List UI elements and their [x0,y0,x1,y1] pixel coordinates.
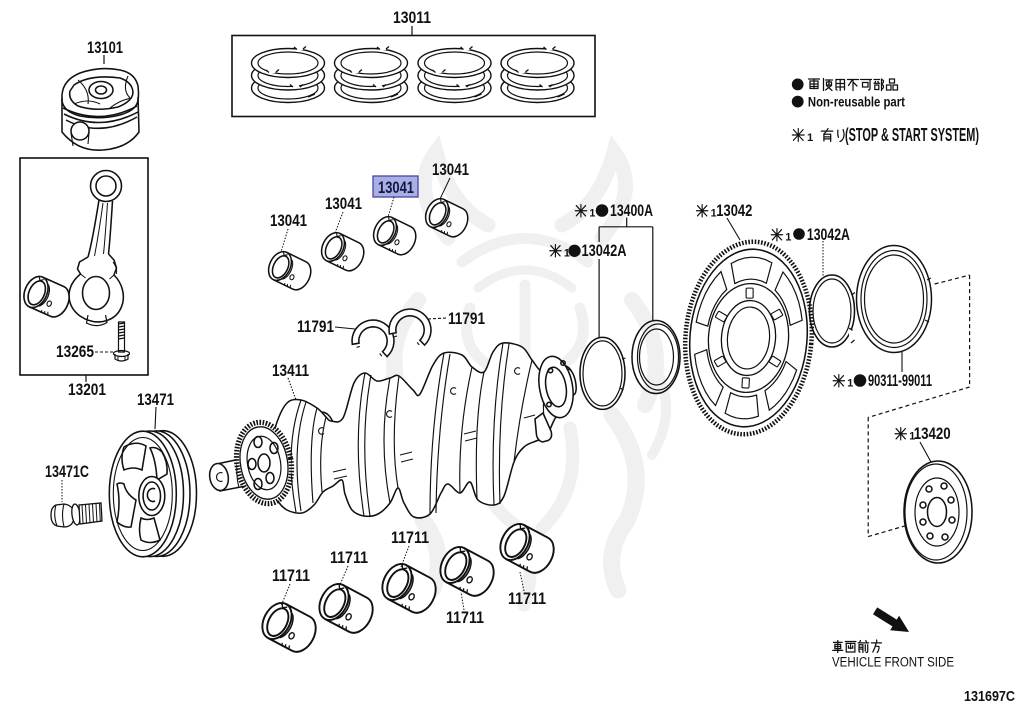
svg-text:13471C: 13471C [45,462,89,481]
svg-text:1: 1 [564,248,570,260]
svg-text:1: 1 [785,232,791,244]
svg-text:131697C: 131697C [964,689,1015,705]
svg-text:1: 1 [909,431,915,443]
svg-text:13042A: 13042A [582,241,627,260]
svg-text:13041: 13041 [270,211,307,230]
svg-text:1: 1 [711,208,717,220]
svg-text:90311-99011: 90311-99011 [868,371,932,390]
svg-text:11791: 11791 [297,317,334,336]
svg-text:13265: 13265 [56,342,94,361]
svg-text:11711: 11711 [330,548,368,567]
svg-text:Non-reusable part: Non-reusable part [808,94,905,110]
svg-text:11711: 11711 [391,528,429,547]
svg-text:1: 1 [589,208,595,220]
svg-text:13042A: 13042A [807,225,850,244]
svg-text:11791: 11791 [448,309,485,328]
svg-text:VEHICLE FRONT SIDE: VEHICLE FRONT SIDE [832,655,954,670]
svg-text:13400A: 13400A [610,201,653,220]
svg-text:13042: 13042 [716,201,752,220]
svg-text:1: 1 [807,132,813,144]
svg-text:13420: 13420 [914,424,951,443]
svg-text:13201: 13201 [68,380,106,399]
svg-text:11711: 11711 [508,589,546,608]
svg-text:13011: 13011 [393,8,431,27]
svg-text:13471: 13471 [137,390,174,409]
svg-text:11711: 11711 [446,608,484,627]
svg-text:13041: 13041 [325,194,362,213]
svg-text:(STOP & START SYSTEM): (STOP & START SYSTEM) [845,125,979,145]
svg-text:13041: 13041 [432,160,469,179]
svg-text:11711: 11711 [272,566,310,585]
svg-text:13101: 13101 [87,38,123,57]
svg-text:1: 1 [847,378,853,390]
svg-text:13041: 13041 [378,178,414,197]
svg-text:13411: 13411 [272,361,309,380]
